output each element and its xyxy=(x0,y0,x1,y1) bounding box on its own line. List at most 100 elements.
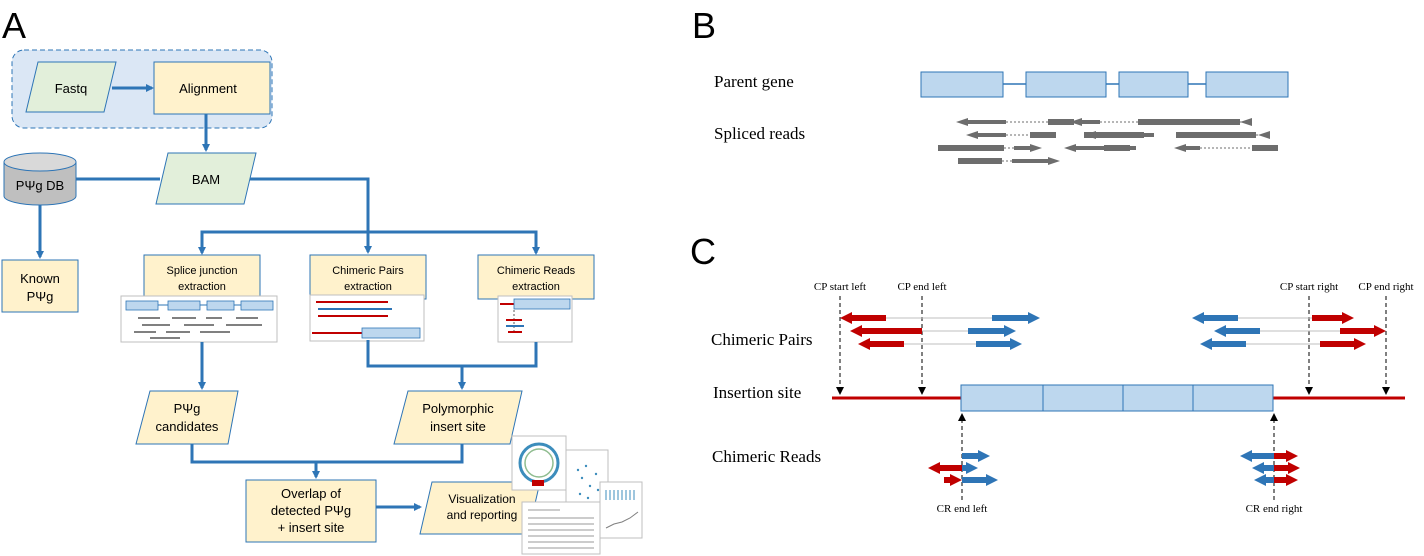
cr-right-3b xyxy=(1274,474,1298,486)
cp-start-left-label: CP start left xyxy=(814,281,866,293)
line-merge-overlap xyxy=(190,444,464,464)
cp-end-left-label: CP end left xyxy=(897,281,946,293)
spliced-read-5 xyxy=(1084,131,1154,139)
splice-thumbnail xyxy=(120,295,278,343)
cr-end-left-label: CR end left xyxy=(937,503,988,515)
line-bam-split xyxy=(250,177,370,232)
chimeric-reads-label-1: Chimeric Reads xyxy=(497,265,576,277)
spliced-read-segment xyxy=(1048,119,1074,125)
spliced-read-6 xyxy=(1258,131,1270,139)
spliced-read-segment xyxy=(1160,119,1240,125)
cr-left-1 xyxy=(962,450,990,462)
cr-left-3 xyxy=(944,474,962,486)
exon-2 xyxy=(1025,71,1107,98)
spliced-read-segment xyxy=(1104,145,1130,151)
splice-node xyxy=(143,254,261,300)
cp-left-red-2 xyxy=(850,325,922,337)
cp-left-blue-3 xyxy=(976,338,1022,350)
spliced-read-2 xyxy=(1070,118,1100,126)
overlap-label-1: Overlap of xyxy=(281,486,341,501)
panel-label-a: A xyxy=(2,5,26,46)
spliced-reads-label: Spliced reads xyxy=(714,124,805,143)
cp-right-blue-2 xyxy=(1214,325,1260,337)
polymorphic-label-2: insert site xyxy=(430,419,486,434)
known-label-1: Known xyxy=(20,271,60,286)
spliced-read-1 xyxy=(956,118,1006,126)
cr-right-1 xyxy=(1240,450,1274,462)
cr-left-b-2 xyxy=(962,462,978,474)
spliced-read-10 xyxy=(1012,157,1060,165)
bam-label: BAM xyxy=(192,172,220,187)
db-cylinder xyxy=(3,152,77,206)
chimeric-arrows-group xyxy=(840,312,1386,486)
known-label-2: PΨg xyxy=(27,289,54,304)
visualization-label-2: and reporting xyxy=(447,508,518,522)
chimeric-reads-label-2: extraction xyxy=(512,281,560,293)
known-node xyxy=(1,259,79,313)
spliced-read-segment xyxy=(1252,145,1278,151)
spliced-read-segment xyxy=(1176,132,1256,138)
insertion-site-row-label: Insertion site xyxy=(713,383,801,402)
overlap-label-2: detected PΨg xyxy=(271,503,351,518)
spliced-read-4 xyxy=(966,131,1006,139)
cr-right-2 xyxy=(1252,462,1274,474)
cr-end-right-label: CR end right xyxy=(1246,503,1303,515)
chimeric-pairs-label-2: extraction xyxy=(344,281,392,293)
cr-left-2 xyxy=(928,462,962,474)
cp-left-blue-1 xyxy=(992,312,1040,324)
exon-4 xyxy=(1205,71,1289,98)
cr-right-2b xyxy=(1274,462,1300,474)
spliced-read-segment xyxy=(1030,132,1056,138)
splice-label-1: Splice junction xyxy=(167,265,238,277)
parent-gene-label: Parent gene xyxy=(714,72,794,91)
cp-right-red-1 xyxy=(1312,312,1354,324)
db-label: PΨg DB xyxy=(16,178,64,193)
cp-right-blue-1 xyxy=(1192,312,1238,324)
spliced-read-9 xyxy=(1174,144,1200,152)
exon-3 xyxy=(1118,71,1189,98)
exon-1 xyxy=(920,71,1004,98)
chimeric-reads-row-label: Chimeric Reads xyxy=(712,447,821,466)
visualization-label-1: Visualization xyxy=(448,492,515,506)
polymorphic-node xyxy=(393,390,523,445)
cp-end-right-label: CP end right xyxy=(1358,281,1413,293)
cp-start-right-label: CP start right xyxy=(1280,281,1338,293)
cp-right-red-3 xyxy=(1320,338,1366,350)
splice-label-2: extraction xyxy=(178,281,226,293)
spliced-read-segment xyxy=(938,145,1004,151)
chimeric-pairs-thumbnail xyxy=(309,294,425,342)
cp-left-red-3 xyxy=(858,338,904,350)
alignment-label: Alignment xyxy=(179,81,237,96)
overlap-node xyxy=(245,479,377,543)
cr-right-3 xyxy=(1254,474,1274,486)
spliced-read-7 xyxy=(1014,144,1042,152)
spliced-reads-group xyxy=(938,118,1278,165)
report-thumbnails xyxy=(511,435,643,555)
spliced-read-3 xyxy=(1240,118,1252,126)
overlap-label-3: + insert site xyxy=(278,520,345,535)
polymorphic-label-1: Polymorphic xyxy=(422,401,494,416)
fastq-node xyxy=(25,61,117,113)
cp-right-red-2 xyxy=(1340,325,1386,337)
chimeric-pairs-label-1: Chimeric Pairs xyxy=(332,265,404,277)
candidates-label-1: PΨg xyxy=(174,401,201,416)
cp-left-red-1 xyxy=(840,312,886,324)
fastq-label: Fastq xyxy=(55,81,88,96)
parent-gene-track xyxy=(920,71,1289,98)
cp-right-blue-3 xyxy=(1200,338,1246,350)
chimeric-pairs-row-label: Chimeric Pairs xyxy=(711,330,813,349)
spliced-read-segment xyxy=(958,158,1002,164)
panel-label-b: B xyxy=(692,5,716,46)
line-pairs-reads-merge xyxy=(366,340,538,368)
chimeric-reads-node xyxy=(477,254,595,300)
cp-left-blue-2 xyxy=(968,325,1016,337)
bam-node xyxy=(155,152,257,205)
candidates-label-2: candidates xyxy=(156,419,219,434)
chimeric-reads-thumbnail xyxy=(497,295,573,343)
cr-right-1b xyxy=(1274,450,1298,462)
alignment-node xyxy=(153,61,271,115)
cr-left-b-3 xyxy=(962,474,998,486)
spliced-read-segment xyxy=(1138,119,1164,125)
candidates-node xyxy=(135,390,239,445)
